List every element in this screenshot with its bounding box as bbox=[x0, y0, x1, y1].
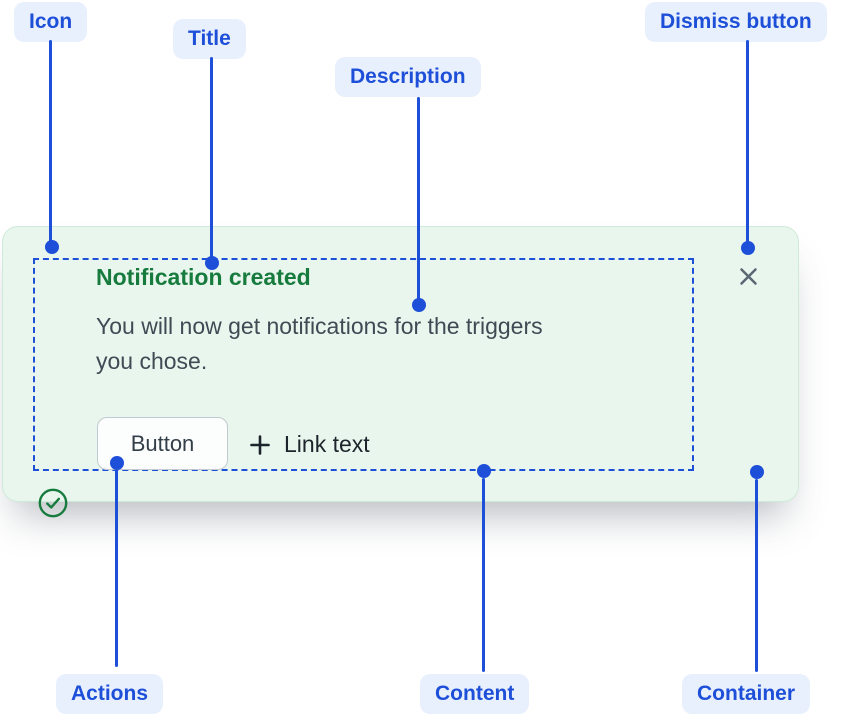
notification-description: You will now get notifications for the t… bbox=[96, 313, 543, 374]
callout-label-container: Container bbox=[682, 674, 811, 714]
callout-line-title bbox=[210, 57, 213, 259]
notification-title: Notification created bbox=[96, 264, 311, 290]
callout-label-description: Description bbox=[335, 57, 481, 97]
callout-dot-icon bbox=[45, 240, 59, 254]
callout-label-title: Title bbox=[173, 19, 246, 59]
callout-line-container bbox=[755, 479, 758, 672]
callout-dot-description bbox=[412, 298, 426, 312]
callout-label-dismiss: Dismiss button bbox=[645, 2, 827, 42]
callout-dot-content bbox=[477, 464, 491, 478]
callout-dot-title bbox=[205, 256, 219, 270]
action-link[interactable]: Link text bbox=[247, 429, 370, 460]
callout-dot-container bbox=[750, 465, 764, 479]
callout-dot-actions bbox=[110, 456, 124, 470]
callout-line-dismiss bbox=[746, 40, 749, 244]
callout-line-description bbox=[417, 97, 420, 301]
callout-line-content bbox=[482, 478, 485, 672]
close-icon bbox=[734, 262, 763, 291]
callout-line-icon bbox=[49, 40, 52, 243]
callout-label-content: Content bbox=[420, 674, 530, 714]
success-check-icon bbox=[38, 488, 68, 518]
callout-label-actions: Actions bbox=[56, 674, 164, 714]
callout-line-actions bbox=[115, 470, 118, 667]
plus-icon bbox=[247, 432, 273, 458]
action-button-label: Button bbox=[130, 430, 195, 456]
callout-dot-dismiss bbox=[741, 241, 755, 255]
callout-label-icon: Icon bbox=[14, 2, 88, 42]
content-area-outline bbox=[33, 258, 694, 471]
dismiss-button[interactable] bbox=[733, 261, 764, 292]
action-link-label: Link text bbox=[284, 431, 370, 457]
